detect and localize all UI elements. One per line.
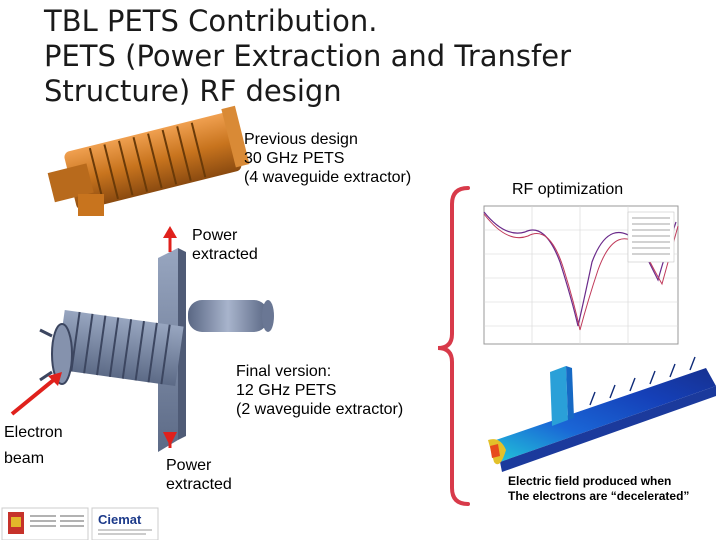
title-line-3: Structure) RF design <box>44 74 342 108</box>
final-version-line-1: Final version: <box>236 363 332 380</box>
previous-design-image <box>47 105 250 216</box>
results-bracket <box>437 186 470 506</box>
power-extracted-top-label: Power extracted <box>192 226 258 264</box>
final-version-label: Final version: 12 GHz PETS (2 waveguide … <box>236 362 403 419</box>
power-out-arrow-top <box>163 226 177 238</box>
electric-field-caption: Electric field produced when The electro… <box>508 474 689 504</box>
power-extracted-bottom-label: Power extracted <box>166 456 232 494</box>
power-bottom-line-1: Power <box>166 457 212 474</box>
logo-ministry <box>1 507 89 540</box>
title-line-2: PETS (Power Extraction and Transfer <box>44 39 572 73</box>
ciemat-logo-text: Ciemat <box>98 512 142 527</box>
electron-beam-label: Electron beam <box>4 420 63 472</box>
logo-ciemat: Ciemat <box>91 507 159 540</box>
rf-optimization-label: RF optimization <box>512 181 624 198</box>
electron-line-1: Electron <box>4 424 63 441</box>
previous-design-line-1: Previous design <box>244 131 358 148</box>
electric-field-image <box>488 356 716 472</box>
power-top-line-1: Power <box>192 227 238 244</box>
arrows <box>10 226 177 448</box>
slide-title: TBL PETS Contribution. PETS (Power Extra… <box>44 4 571 109</box>
field-caption-line-2: The electrons are “decelerated” <box>508 489 690 503</box>
field-caption-line-1: Electric field produced when <box>508 474 672 488</box>
electron-line-2: beam <box>4 450 45 467</box>
final-design-image <box>39 248 274 452</box>
final-version-line-3: (2 waveguide extractor) <box>236 401 404 418</box>
final-version-line-2: 12 GHz PETS <box>236 382 337 399</box>
rf-optimization-plot <box>458 196 690 354</box>
power-out-arrow-bottom <box>163 432 177 446</box>
previous-design-label: Previous design 30 GHz PETS (4 waveguide… <box>244 130 411 187</box>
title-line-1: TBL PETS Contribution. <box>44 4 378 38</box>
electron-beam-arrow <box>48 372 62 386</box>
previous-design-line-2: 30 GHz PETS <box>244 150 345 167</box>
power-bottom-line-2: extracted <box>166 476 232 493</box>
previous-design-line-3: (4 waveguide extractor) <box>244 169 412 186</box>
power-top-line-2: extracted <box>192 246 258 263</box>
